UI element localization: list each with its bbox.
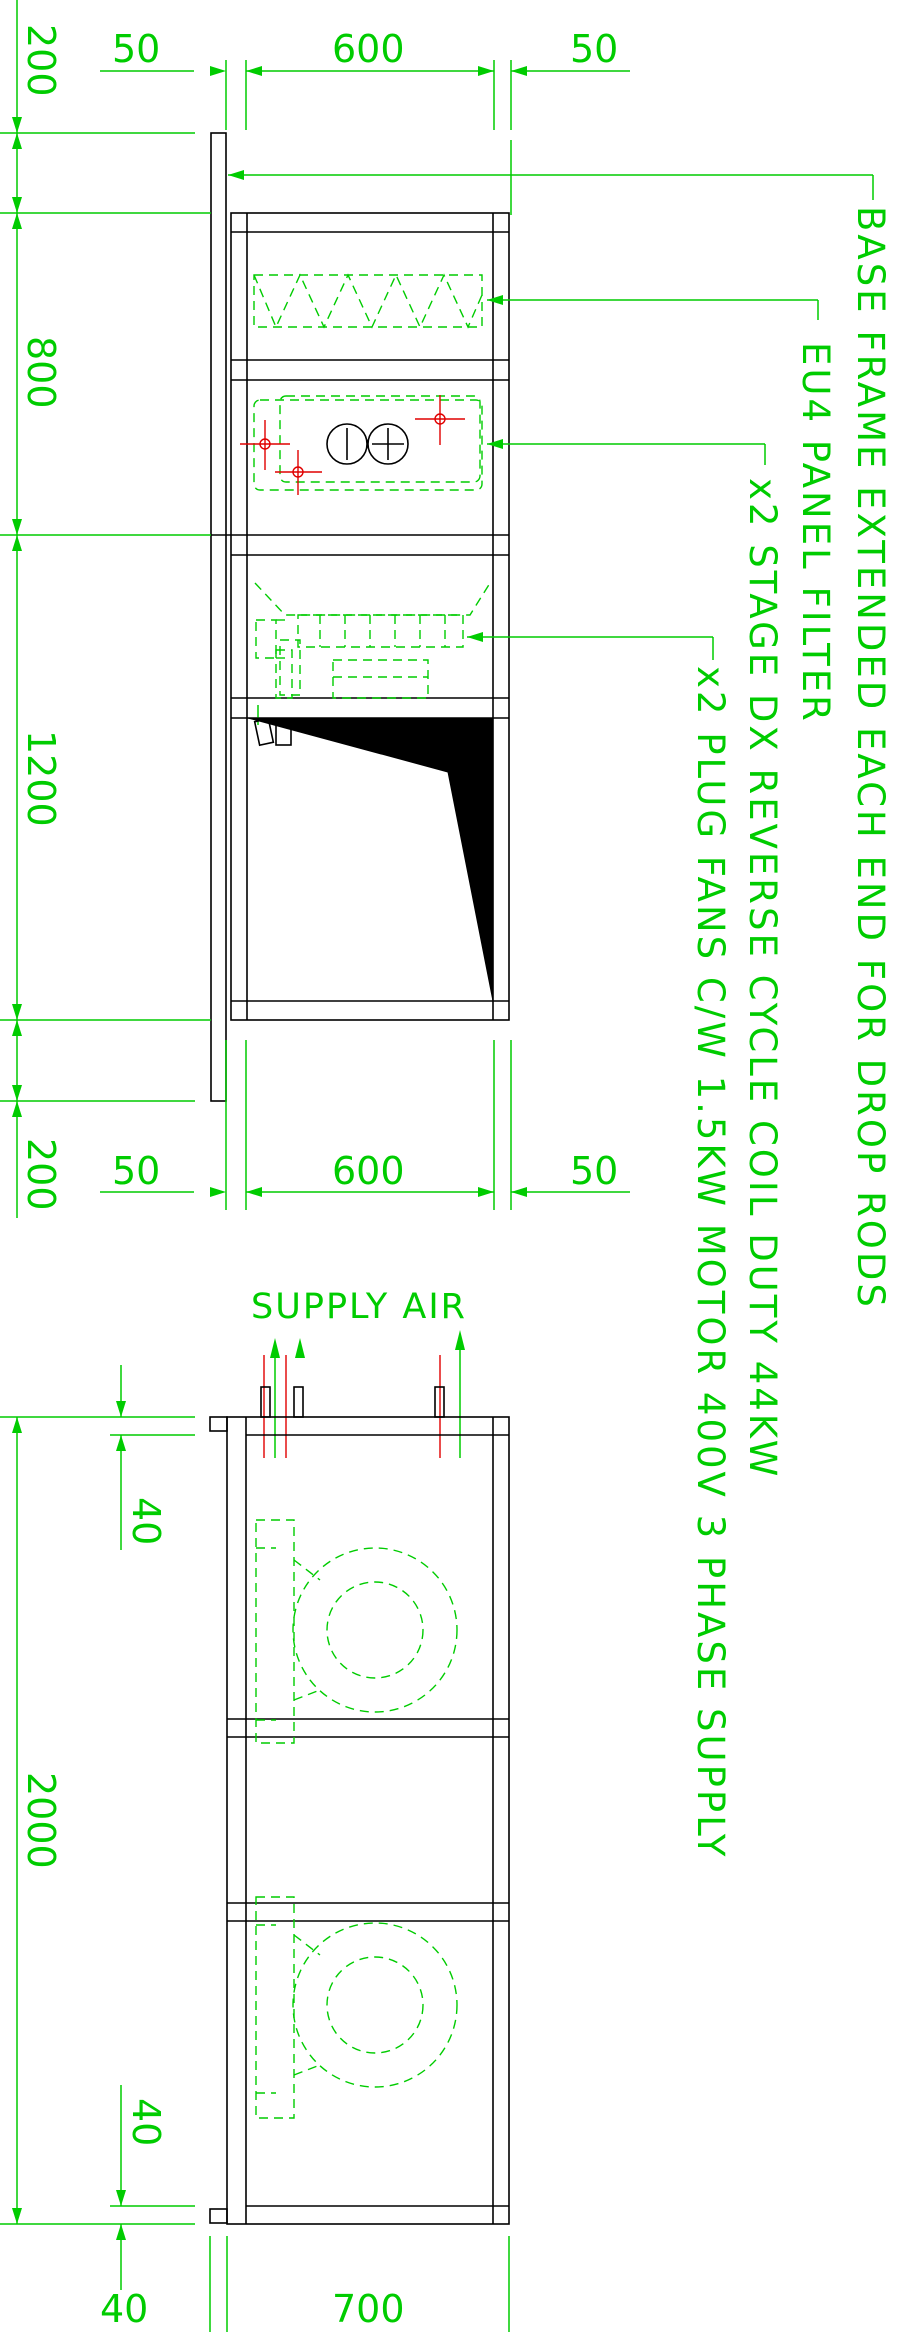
label-dx-coil: x2 STAGE DX REVERSE CYCLE COIL DUTY 44KW [741,478,784,1479]
pipe-connection-icon [240,395,465,495]
unit-casing-outer [230,212,510,1021]
panel-filter-symbol [253,273,483,329]
label-base-frame: BASE FRAME EXTENDED EACH END FOR DROP RO… [849,206,892,1310]
base-frame-rail [210,132,227,1102]
elevation-view: SUPPLY AIR [0,1287,510,2332]
component-leaders [467,295,819,660]
label-supply-air: SUPPLY AIR [251,1287,467,1327]
plug-fan-2-icon [255,1896,458,2119]
dim-left-200-bottom: 200 [19,1138,63,1211]
dim-elev-40-bottom: 40 [124,2098,168,2146]
plus-terminal-icon [367,423,409,465]
dim-top-50-left: 50 [112,27,160,71]
elevation-dimensions [0,1365,510,2332]
base-frame-leader [228,140,874,215]
dim-bottom-40: 40 [100,2287,148,2331]
label-plug-fans: x2 PLUG FANS C/W 1.5KW MOTOR 400V 3 PHAS… [689,666,732,1860]
elevation-casing-outer [226,1416,510,2225]
dim-elev-2000: 2000 [19,1772,63,1869]
dim-bottom-700: 700 [332,2287,405,2331]
plug-fan-1-icon [255,1519,458,1744]
plug-fan-blade-icon [247,716,495,1002]
dim-top-50-right: 50 [570,27,618,71]
plan-view: 50 600 50 200 [0,0,874,1218]
dx-coil-controls [240,395,483,495]
dim-top-600: 600 [332,27,405,71]
dim-left-1200: 1200 [19,730,63,827]
plan-top-dimensions [100,60,630,130]
dim-left-800: 800 [19,336,63,409]
plan-left-dimensions [0,0,211,1218]
dim-left-200-top: 200 [19,24,63,97]
dim-mid-50-right: 50 [570,1149,618,1193]
coil-fan-section [254,582,491,725]
supply-air-arrow-icon [260,1330,465,1458]
label-panel-filter: EU4 PANEL FILTER [794,342,837,724]
minus-terminal-icon [326,423,368,465]
plan-bottom-dimensions [100,1040,630,1210]
dim-mid-600: 600 [332,1149,405,1193]
dim-mid-50-left: 50 [112,1149,160,1193]
dim-elev-40-top: 40 [124,1497,168,1545]
